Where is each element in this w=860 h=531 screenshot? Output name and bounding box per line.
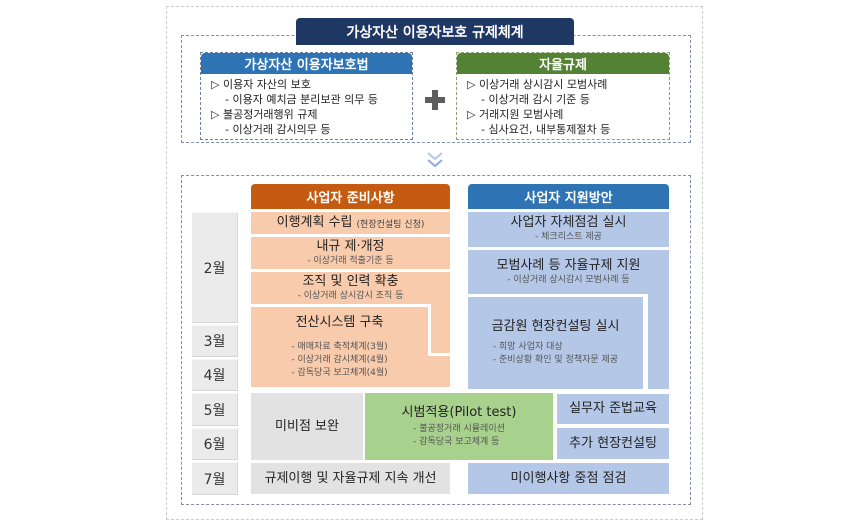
support-best-practices-title: 모범사례 등 자율규제 지원 — [496, 257, 641, 273]
support-self-check: 사업자 자체점검 실시 - 체크리스트 제공 — [468, 212, 669, 247]
outer-frame — [166, 6, 703, 520]
support-onsite-consulting: 금감원 현장컨설팅 실시 - 희망 사업자 대상 - 준비상황 확인 및 정책자… — [468, 297, 643, 389]
user-protection-act-box: 가상자산 이용자보호법 ▷ 이용자 자산의 보호 - 이용자 예치금 분리보관 … — [200, 52, 413, 140]
self-regulation-header: 자율규제 — [457, 53, 669, 74]
support-additional-consulting-title: 추가 현장컨설팅 — [569, 435, 657, 451]
prep-organization: 조직 및 인력 확충 - 이상거래 상시감시 조직 등 — [251, 272, 450, 304]
prep-pilot-test: 시범적용(Pilot test) - 불공정거래 시뮬레이션 - 감독당국 보고… — [365, 393, 553, 460]
support-column-header: 사업자 지원방안 — [468, 184, 669, 209]
law-item-2-sub: - 이상거래 감시의무 등 — [225, 123, 331, 136]
support-onsite-consulting-sub-1: - 희망 사업자 대상 — [492, 342, 563, 352]
support-focused-inspection-title: 미이행사항 중점 점검 — [510, 470, 627, 486]
prep-internal-rules-sub: - 이상거래 적출기준 등 — [307, 255, 394, 266]
plus-icon — [424, 89, 446, 111]
support-self-check-sub: - 체크리스트 제공 — [535, 232, 602, 242]
prep-pilot-test-sub-1: - 불공정거래 시뮬레이션 — [413, 423, 505, 434]
prep-it-system-extension — [251, 356, 450, 387]
prep-continuous-improvement-title: 규제이행 및 자율규제 지속 개선 — [264, 470, 437, 486]
prep-it-system-sub-3: - 감독당국 보고체계(4월) — [291, 368, 388, 378]
prep-implementation-plan-title: 이행계획 수립 — [276, 215, 353, 230]
user-protection-act-header: 가상자산 이용자보호법 — [201, 53, 412, 74]
prep-it-system-sub-2: - 이상거래 감시체계(4월) — [291, 355, 388, 365]
prep-implementation-plan: 이행계획 수립 (현장컨설팅 신청) — [251, 212, 450, 234]
chevron-double-down-icon — [427, 152, 443, 168]
support-compliance-training-title: 실무자 준법교육 — [569, 401, 657, 416]
prep-it-system-sub-1: - 매매자료 축적체계(3월) — [291, 342, 388, 352]
prep-continuous-improvement: 규제이행 및 자율규제 지속 개선 — [251, 463, 450, 494]
prep-organization-sub: - 이상거래 상시감시 조직 등 — [297, 290, 404, 301]
prep-deficiency-fix: 미비점 보완 — [251, 393, 363, 460]
prep-implementation-plan-note: (현장컨설팅 신청) — [356, 219, 425, 230]
month-apr: 4월 — [192, 359, 238, 391]
month-jun: 6월 — [192, 428, 238, 460]
support-focused-inspection: 미이행사항 중점 점검 — [468, 463, 669, 494]
self-item-2: ▷ 거래지원 모범사례 — [467, 108, 564, 121]
diagram-title: 가상자산 이용자보호 규제체계 — [296, 18, 574, 45]
prep-pilot-test-sub-2: - 감독당국 보고체계 등 — [413, 436, 500, 447]
support-onsite-consulting-title: 금감원 현장컨설팅 실시 — [491, 319, 620, 334]
self-regulation-box: 자율규제 ▷ 이상거래 상시감시 모범사례 - 이상거래 감시 기준 등 ▷ 거… — [456, 52, 670, 140]
month-may: 5월 — [192, 393, 238, 426]
prep-internal-rules-title: 내규 제·개정 — [316, 238, 385, 254]
prep-organization-extension — [431, 292, 450, 353]
prep-it-system-content: 전산시스템 구축 - 매매자료 축적체계(3월) - 이상거래 감시체계(4월)… — [251, 307, 428, 387]
support-compliance-training: 실무자 준법교육 — [557, 394, 669, 424]
support-best-practices-extension — [648, 290, 669, 389]
self-item-2-sub: - 심사요건, 내부통제절차 등 — [481, 123, 611, 136]
law-item-2: ▷ 불공정거래행위 규제 — [211, 108, 318, 121]
month-mar: 3월 — [192, 325, 238, 357]
timeline-frame — [181, 175, 691, 505]
support-additional-consulting: 추가 현장컨설팅 — [557, 428, 669, 459]
self-item-1: ▷ 이상거래 상시감시 모범사례 — [467, 78, 608, 91]
support-best-practices: 모범사례 등 자율규제 지원 - 이상거래 상시감시 모범사례 등 — [468, 250, 669, 294]
prep-organization-title: 조직 및 인력 확충 — [302, 273, 399, 289]
month-jul: 7월 — [192, 462, 238, 495]
month-feb: 2월 — [192, 212, 238, 323]
law-item-1: ▷ 이용자 자산의 보호 — [211, 78, 311, 91]
support-best-practices-sub: - 이상거래 상시감시 모범사례 등 — [507, 274, 630, 285]
prep-pilot-test-title: 시범적용(Pilot test) — [401, 404, 517, 420]
support-onsite-consulting-sub-2: - 준비상황 확인 및 정책자문 제공 — [492, 355, 619, 365]
self-item-1-sub: - 이상거래 감시 기준 등 — [481, 93, 591, 106]
preparation-column-header: 사업자 준비사항 — [251, 184, 450, 209]
law-item-1-sub: - 이용자 예치금 분리보관 의무 등 — [225, 93, 379, 106]
prep-it-system-title: 전산시스템 구축 — [295, 315, 384, 330]
prep-internal-rules: 내규 제·개정 - 이상거래 적출기준 등 — [251, 237, 450, 269]
support-self-check-title: 사업자 자체점검 실시 — [510, 215, 627, 230]
prep-deficiency-fix-title: 미비점 보완 — [275, 418, 339, 434]
